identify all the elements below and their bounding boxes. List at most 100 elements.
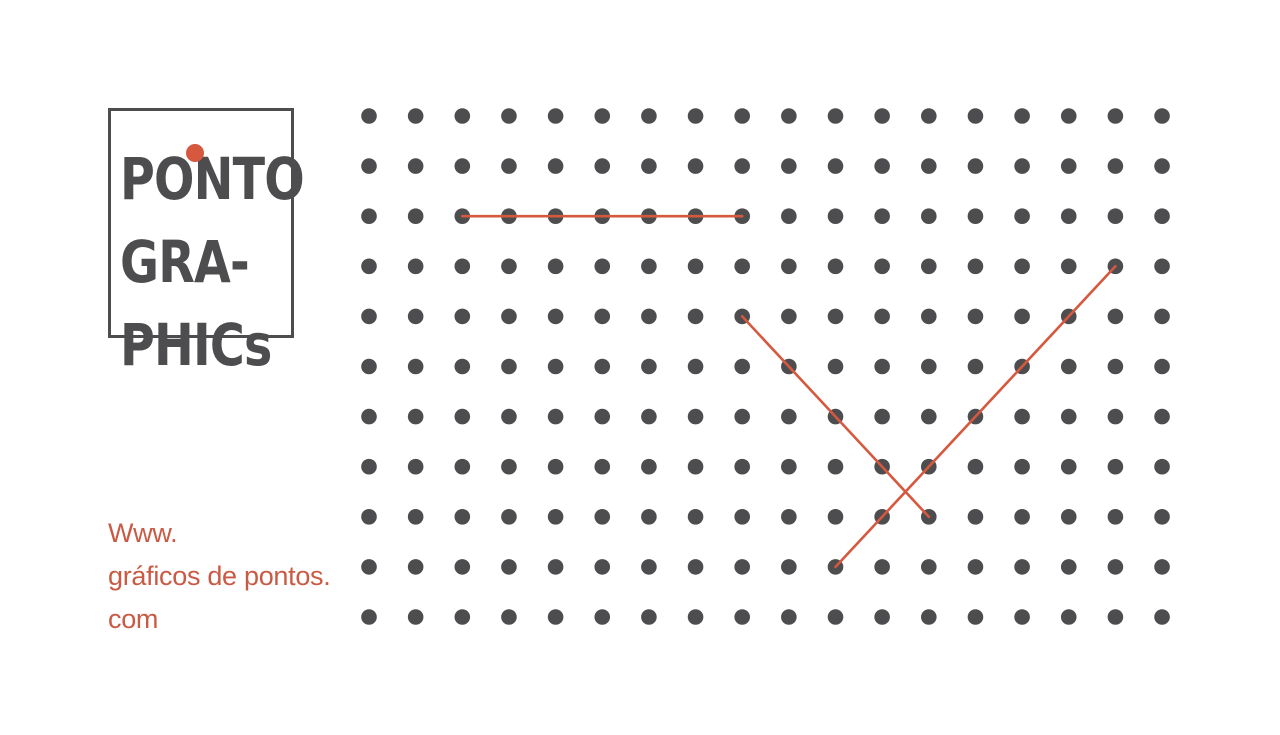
grid-dot [734,509,750,525]
grid-dot [454,308,471,325]
grid-dot [594,358,611,375]
grid-dot [407,158,424,174]
grid-dot [781,108,797,124]
grid-dot [501,108,517,124]
grid-dot [1107,458,1124,475]
logo-frame [108,108,294,338]
grid-dot [967,108,984,124]
grid-dot [1014,158,1030,174]
grid-dot [874,208,890,224]
grid-dot [547,509,564,525]
grid-dot [361,458,377,475]
logo-accent-dot [186,144,204,162]
grid-dot [734,458,750,475]
grid-dot [1014,308,1030,325]
grid-dot [1060,408,1077,425]
grid-dot [1154,559,1170,575]
grid-dot [547,258,564,275]
grid-dot [407,408,424,425]
grid-dot [594,108,611,124]
grid-dot [501,158,517,174]
grid-dot [641,258,657,275]
grid-dot [967,308,984,325]
grid-dot [781,458,797,475]
grid-dot [361,308,377,325]
grid-dot [1154,509,1170,525]
grid-dot [407,208,424,224]
grid-dot [361,108,377,124]
grid-dot [734,258,750,275]
grid-dot [547,108,564,124]
grid-dot [967,208,984,224]
logo-wordmark: PONTO GRA- PHICs [120,138,305,387]
grid-dot [967,458,984,475]
grid-dot [827,158,844,174]
grid-dot [1154,408,1170,425]
grid-dot [687,609,704,625]
grid-dot [1154,308,1170,325]
grid-dot [361,609,377,625]
grid-dot [407,358,424,375]
grid-dot [361,208,377,224]
grid-dot [407,458,424,475]
grid-dot [407,258,424,275]
grid-dot [641,559,657,575]
grid-dot [921,609,937,625]
grid-dot [501,258,517,275]
grid-dot [547,559,564,575]
grid-dot [967,258,984,275]
grid-dot [454,559,471,575]
grid-dot [734,408,750,425]
grid-dot [361,509,377,525]
grid-dot [781,258,797,275]
grid-dot [827,609,844,625]
grid-dot [1014,208,1030,224]
grid-dot [361,258,377,275]
grid-dot [407,559,424,575]
grid-dot [1107,158,1124,174]
grid-dot [1014,609,1030,625]
grid-dot [641,609,657,625]
grid-dot [454,258,471,275]
grid-dot [407,509,424,525]
grid-dot [874,559,890,575]
grid-dot [1107,509,1124,525]
grid-dot [1154,609,1170,625]
grid-dot [781,509,797,525]
grid-dot [921,258,937,275]
grid-dot [1154,158,1170,174]
grid-dot [1060,509,1077,525]
grid-dot [967,509,984,525]
grid-dot [734,358,750,375]
grid-dot [501,559,517,575]
grid-dot [1014,559,1030,575]
grid-dot [687,258,704,275]
grid-dot [1154,258,1170,275]
grid-dot [594,308,611,325]
grid-dot [501,509,517,525]
grid-dot [454,108,471,124]
grid-dot [641,358,657,375]
grid-dot [1014,408,1030,425]
grid-dot [781,208,797,224]
grid-dot [641,108,657,124]
grid-dot [1060,358,1077,375]
grid-dot [594,458,611,475]
grid-dot [1107,358,1124,375]
url-line-1: Www. [108,518,178,548]
grid-dot [1060,458,1077,475]
grid-dot [687,559,704,575]
grid-dot [827,458,844,475]
grid-dot [1060,609,1077,625]
grid-dot [1107,609,1124,625]
grid-dot [454,358,471,375]
grid-dot [1060,208,1077,224]
grid-dot [827,358,844,375]
grid-dot [1014,258,1030,275]
grid-dot [1060,108,1077,124]
grid-dot [361,559,377,575]
grid-dot [921,559,937,575]
grid-dot [687,358,704,375]
